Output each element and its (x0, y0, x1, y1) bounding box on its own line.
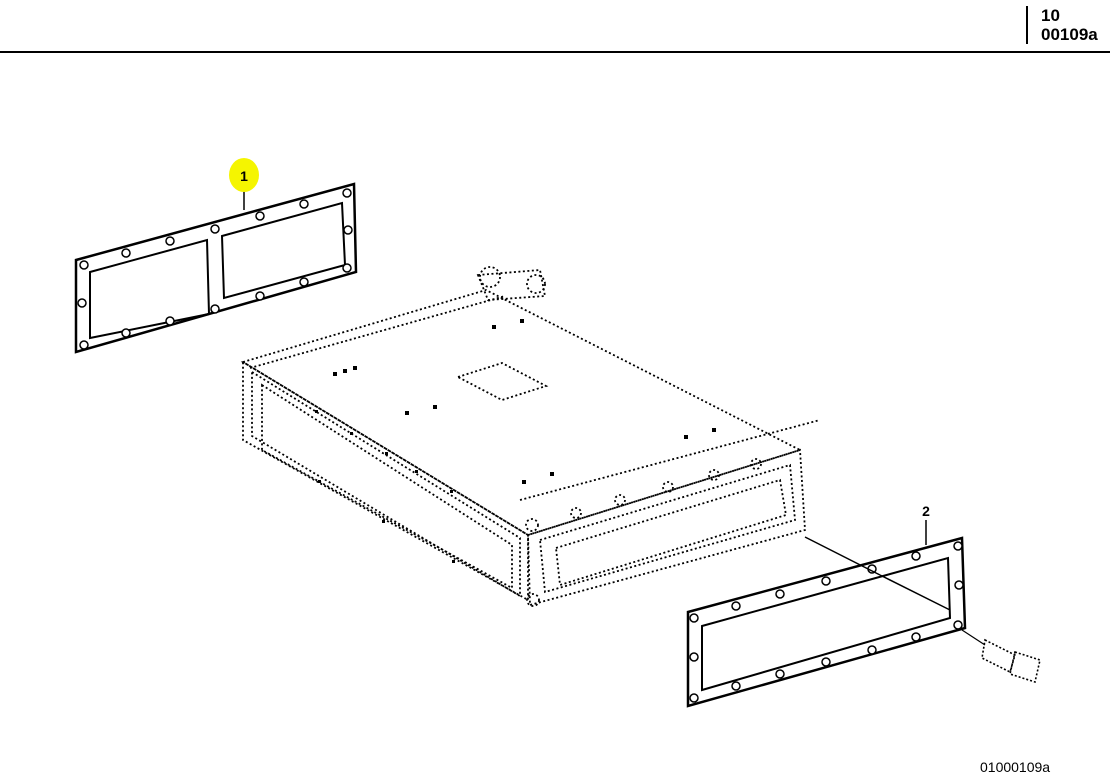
header-rule (0, 51, 1110, 53)
callout-2-label: 2 (922, 503, 930, 519)
gasket-2-bolt-holes (689, 541, 964, 703)
callout-1[interactable]: 1 (229, 158, 259, 210)
gasket-2-leader-lines (804, 536, 951, 611)
gasket-part-2[interactable] (686, 536, 967, 708)
header-separator (1026, 6, 1028, 44)
bolt-phantom (961, 629, 1041, 684)
drawing-id: 01000109a (980, 759, 1051, 775)
housing-detail-dots (315, 319, 716, 563)
callout-1-highlight (229, 158, 259, 192)
gasket-1-bolt-holes (77, 188, 353, 350)
sheet-number: 00109a (1041, 25, 1098, 44)
callout-2[interactable]: 2 (922, 503, 930, 545)
gasket-part-1[interactable] (74, 182, 358, 354)
group-number: 10 (1041, 6, 1060, 25)
main-housing-phantom (240, 266, 821, 607)
callout-1-label: 1 (240, 168, 248, 184)
